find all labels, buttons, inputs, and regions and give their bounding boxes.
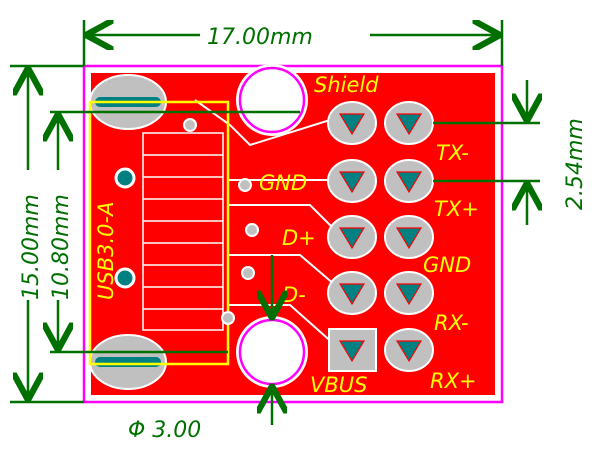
label-tx-minus: TX- (436, 141, 469, 165)
label-rx-minus: RX- (434, 311, 469, 335)
dimension-height: 15.00mm (19, 194, 44, 300)
label-tx-plus: TX+ (434, 197, 479, 221)
connector-label: USB3.0-A (94, 202, 118, 300)
dimension-pitch: 2.54mm (563, 118, 588, 210)
label-rx-plus: RX+ (430, 369, 477, 393)
label-gnd-right: GND (423, 253, 471, 277)
label-d-plus: D+ (282, 226, 316, 250)
dimension-width: 17.00mm (207, 25, 313, 50)
label-vbus: VBUS (310, 373, 367, 397)
mounting-hole (236, 64, 308, 136)
label-shield: Shield (314, 73, 379, 97)
dimension-lines (10, 20, 540, 425)
mounting-hole (236, 316, 308, 388)
dimension-hole-diameter: Φ 3.00 (128, 418, 201, 443)
dimension-connector-height: 10.80mm (49, 194, 74, 300)
label-gnd-left: GND (259, 171, 307, 195)
label-d-minus: D- (282, 283, 306, 307)
pad-grid (327, 101, 434, 372)
usb-connector-footprint (88, 74, 259, 390)
